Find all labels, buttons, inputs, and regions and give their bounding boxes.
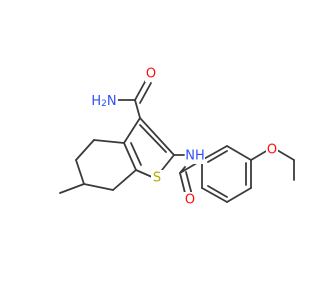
bond-ring-ether-o — [250, 149, 269, 161]
atom-label-amide-o1: O — [146, 67, 156, 82]
bond-c3a-c7a-double — [130, 142, 142, 166]
atom-ring-s: S — [151, 170, 163, 186]
bond-c3a-c4 — [93, 139, 125, 144]
bond-ring-1 — [201, 145, 228, 161]
atom-label-background — [145, 66, 157, 82]
atom-label-amide-n2: NH — [185, 149, 205, 164]
bond-c5-c6 — [75, 159, 85, 185]
molecule-structure-diagram: H2N O S NH O O — [59, 66, 295, 208]
bond-c2-c3-double — [139, 124, 167, 153]
atom-amide-o1: O — [145, 66, 157, 82]
bond-c7a-s — [135, 169, 153, 178]
atom-label-amide-n1: H2N — [91, 94, 116, 110]
bond-c4-c5 — [75, 139, 95, 161]
bond-ether-o-ch2 — [276, 149, 295, 161]
atom-label-background — [90, 93, 118, 109]
atom-label-background — [185, 148, 205, 164]
bond-ring-double-1 — [207, 150, 228, 163]
atom-label-ring-s: S — [153, 171, 161, 186]
bond-c6-methyl — [59, 183, 85, 194]
bond-c3a-c7a — [123, 142, 137, 171]
bond-c3-c3a — [123, 117, 141, 144]
bond-c3-amide-c — [134, 99, 141, 119]
bond-ring-5 — [201, 187, 228, 203]
bond-c7-c7a — [112, 169, 137, 191]
bond-ring-2 — [226, 145, 252, 161]
bond-c6-c7 — [83, 183, 114, 191]
atom-amide-n1: H2N — [90, 93, 118, 109]
bond-ring-double-3 — [207, 185, 228, 198]
bond-c2-c3 — [139, 117, 175, 156]
bond-carbonyl-c-o-double — [185, 171, 193, 196]
bond-s-c2 — [161, 154, 175, 171]
bond-amide-c-o — [134, 79, 147, 101]
atom-amide-o2: O — [184, 192, 196, 208]
atom-label-background — [151, 170, 163, 186]
atom-amide-n2: NH — [185, 148, 205, 164]
atom-label-ether-o: O — [267, 143, 277, 158]
atom-label-background — [184, 192, 196, 208]
bond-amide-c-o-double — [139, 82, 152, 104]
atom-ether-o: O — [266, 142, 278, 158]
atom-label-amide-o2: O — [185, 193, 195, 208]
atom-label-background — [266, 142, 278, 158]
bond-ring-4 — [226, 187, 252, 203]
